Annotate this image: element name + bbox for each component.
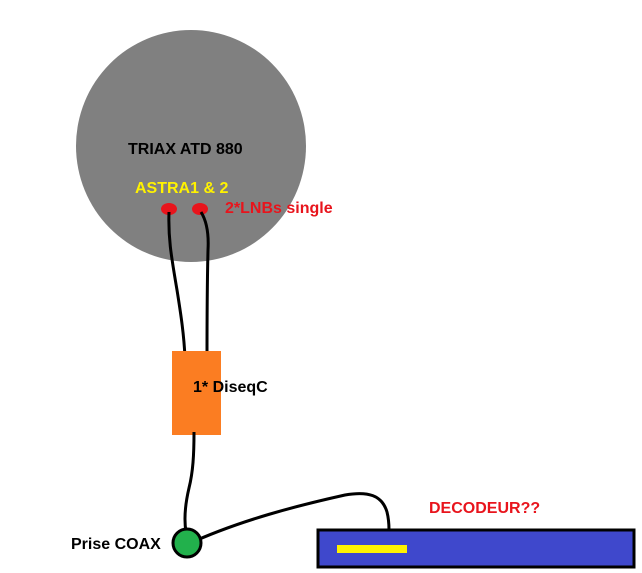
- dish-model-label: TRIAX ATD 880: [128, 141, 243, 158]
- coax-socket: [171, 527, 203, 559]
- cable-diseqc-to-socket: [183, 431, 196, 533]
- cable-lnb-right: [199, 211, 210, 359]
- cable-socket-to-decoder: [185, 492, 391, 547]
- lnb-right: [192, 203, 208, 215]
- coax-socket-label: Prise COAX: [71, 536, 161, 553]
- lnb-label: 2*LNBs single: [225, 200, 333, 217]
- satellite-dish: [76, 30, 306, 262]
- cable-lnb-left: [167, 211, 187, 359]
- diseqc-label: 1* DiseqC: [193, 379, 268, 396]
- decoder-label: DECODEUR??: [429, 500, 540, 517]
- satellites-label: ASTRA1 & 2: [135, 180, 228, 197]
- diseqc-switch: [172, 351, 221, 435]
- lnb-left: [161, 203, 177, 215]
- decoder-display-bar: [337, 545, 407, 553]
